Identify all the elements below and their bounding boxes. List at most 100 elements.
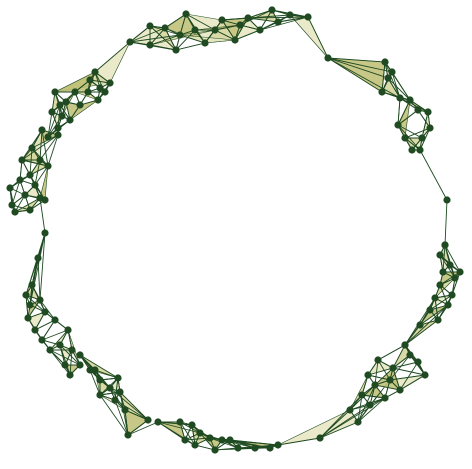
graph-node: [324, 54, 332, 62]
cluster-edge: [29, 147, 33, 176]
cluster-edge: [397, 109, 419, 126]
graph-node: [182, 10, 190, 18]
graph-node: [274, 18, 282, 26]
cluster-edge: [89, 369, 101, 396]
face-layer: [9, 9, 461, 451]
graph-node: [22, 291, 30, 299]
graph-node: [418, 134, 426, 142]
graph-node: [191, 441, 199, 449]
graph-node: [378, 88, 386, 96]
cluster-edge: [327, 57, 383, 93]
cluster-edge: [384, 61, 401, 99]
node-layer: [6, 6, 464, 454]
cluster-edge: [397, 97, 401, 126]
cluster-edge: [389, 354, 411, 381]
cluster-edge: [392, 344, 406, 369]
cluster-edge: [14, 197, 41, 213]
graph-node: [396, 386, 404, 394]
graph-node: [51, 316, 59, 324]
cluster-edge: [149, 44, 177, 51]
graph-node: [191, 26, 199, 34]
cluster-edge: [47, 104, 61, 138]
cluster-edge: [247, 17, 279, 23]
graph-node: [28, 281, 36, 289]
graph-node: [58, 112, 66, 120]
cluster-edge: [404, 324, 421, 346]
cluster-edge: [327, 57, 401, 99]
cluster-edge: [124, 409, 149, 421]
cluster-edge: [391, 71, 401, 99]
cluster-edge: [119, 391, 149, 421]
graph-node: [394, 121, 402, 129]
graph-node: [48, 108, 56, 116]
cluster-edge: [164, 13, 187, 29]
graph-node: [66, 116, 74, 124]
graph-node: [364, 371, 372, 379]
cluster-edge: [39, 129, 43, 161]
cluster-edge: [399, 374, 426, 391]
graph-node: [236, 21, 244, 29]
cluster-edge: [221, 17, 249, 21]
graph-node: [11, 208, 19, 216]
cluster-edge: [429, 294, 453, 311]
graph-node: [426, 306, 434, 314]
graph-node: [444, 301, 452, 309]
graph-node: [36, 296, 44, 304]
graph-node: [354, 418, 362, 426]
graph-node: [414, 106, 422, 114]
cluster-edge: [259, 16, 309, 31]
graph-node: [401, 134, 409, 142]
graph-node: [181, 436, 189, 444]
graph-node: [144, 416, 152, 424]
graph-node: [114, 374, 122, 382]
graph-node: [38, 126, 46, 134]
graph-node: [94, 96, 102, 104]
graph-node: [268, 6, 276, 14]
graph-node: [176, 31, 184, 39]
graph-node: [161, 24, 169, 32]
graph-node: [201, 39, 209, 47]
graph-node: [406, 351, 414, 359]
cluster-edge: [404, 304, 449, 346]
cluster-edge: [247, 16, 309, 19]
cluster-edge: [49, 329, 69, 351]
bridge-face: [289, 14, 329, 59]
cluster-edge: [214, 29, 236, 41]
graph-node: [446, 261, 454, 269]
cluster-edge: [47, 134, 59, 167]
cluster-edge: [119, 391, 129, 436]
cluster-edge: [199, 432, 216, 451]
cluster-edge: [399, 361, 419, 391]
graph-node: [251, 444, 259, 452]
cluster-edge: [381, 61, 386, 93]
graph-node: [86, 76, 94, 84]
graph-node: [286, 11, 294, 19]
graph-node: [154, 418, 162, 426]
cluster-edge: [387, 77, 401, 99]
cluster-edge: [437, 294, 453, 321]
cluster-edge: [374, 367, 394, 386]
cluster-edge: [319, 397, 386, 439]
cluster-edge: [327, 57, 393, 73]
graph-node: [274, 441, 282, 449]
bridge-edge: [419, 149, 448, 201]
cluster-edge: [367, 374, 391, 381]
graph-node: [111, 396, 119, 404]
graph-node: [96, 391, 104, 399]
cluster-edge: [49, 349, 81, 366]
graph-node: [116, 388, 124, 396]
graph-node: [451, 274, 459, 282]
graph-node: [34, 254, 42, 262]
cluster-edge: [164, 27, 177, 51]
cluster-edge: [34, 165, 49, 186]
cluster-edge: [357, 397, 386, 423]
cluster-edge: [247, 9, 273, 19]
graph-node: [106, 79, 114, 87]
cluster-edge: [49, 349, 71, 376]
cluster-edge: [99, 394, 129, 436]
graph-node: [6, 184, 14, 192]
cluster-edge: [25, 294, 46, 313]
graph-node: [231, 36, 239, 44]
graph-node: [234, 444, 242, 452]
cluster-edge: [129, 27, 166, 43]
